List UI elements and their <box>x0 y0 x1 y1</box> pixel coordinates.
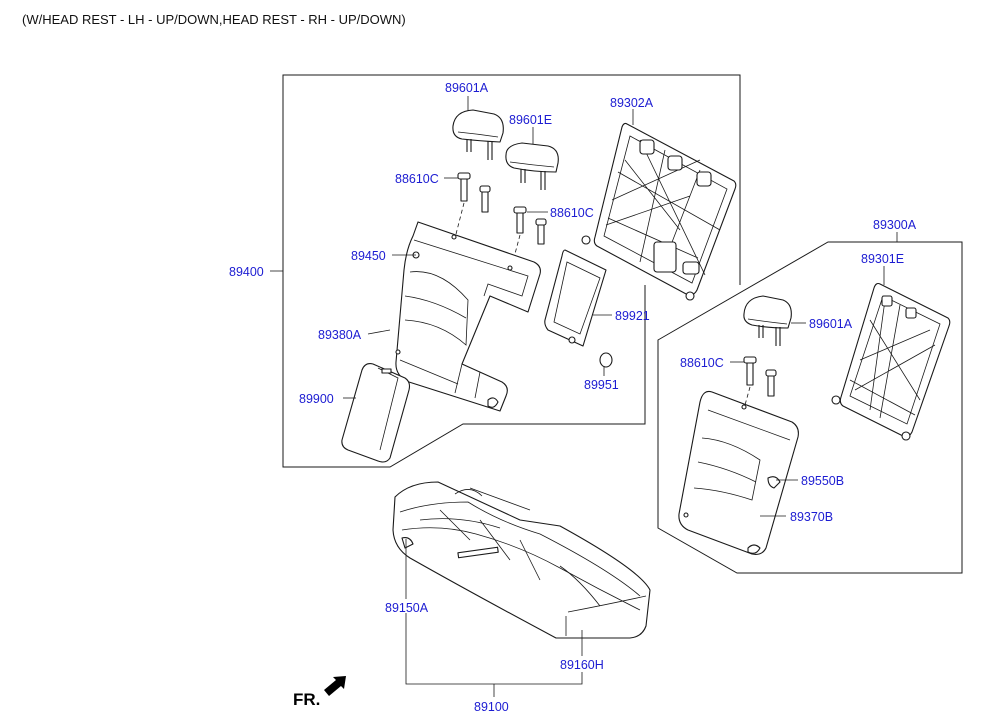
dash-88610C-mid <box>511 234 521 266</box>
label-89900[interactable]: 89900 <box>299 392 334 406</box>
label-89601E[interactable]: 89601E <box>509 113 552 127</box>
label-89400[interactable]: 89400 <box>229 265 264 279</box>
label-89951[interactable]: 89951 <box>584 378 619 392</box>
headrest-lh <box>452 109 504 160</box>
label-88610C-right[interactable]: 88610C <box>680 356 724 370</box>
guide-88610C-mid <box>513 206 547 245</box>
label-89150A[interactable]: 89150A <box>385 601 429 615</box>
label-89601A-top[interactable]: 89601A <box>445 81 489 95</box>
label-fr: FR. <box>293 690 320 709</box>
label-89302A[interactable]: 89302A <box>610 96 654 110</box>
label-89301E[interactable]: 89301E <box>861 252 904 266</box>
guide-88610C-right <box>743 356 777 397</box>
label-89550B[interactable]: 89550B <box>801 474 844 488</box>
label-89380A[interactable]: 89380A <box>318 328 362 342</box>
label-89100[interactable]: 89100 <box>474 700 509 714</box>
label-89450[interactable]: 89450 <box>351 249 386 263</box>
dash-88610C-right <box>744 386 751 406</box>
seatback-rh-89370B <box>678 390 799 555</box>
label-89370B[interactable]: 89370B <box>790 510 833 524</box>
seatback-frame-89301E <box>831 282 951 441</box>
diagram-header: (W/HEAD REST - LH - UP/DOWN,HEAD REST - … <box>22 12 406 27</box>
label-88610C-left[interactable]: 88610C <box>395 172 439 186</box>
frame-89300A <box>657 241 963 574</box>
headrest-right-group <box>743 295 792 346</box>
label-89921[interactable]: 89921 <box>615 309 650 323</box>
dash-88610C-left <box>454 202 465 239</box>
seatback-frame-89302A <box>581 122 737 301</box>
cap-89951 <box>599 352 613 368</box>
label-89300A[interactable]: 89300A <box>873 218 917 232</box>
leader-89380A <box>367 329 391 335</box>
label-88610C-mid[interactable]: 88610C <box>550 206 594 220</box>
seatback-lh-89380A <box>395 221 541 412</box>
label-89601A-right[interactable]: 89601A <box>809 317 853 331</box>
trim-89921 <box>544 249 607 347</box>
front-arrow-icon <box>324 676 346 696</box>
label-89160H[interactable]: 89160H <box>560 658 604 672</box>
frame-89400 <box>282 74 741 468</box>
headrest-rh <box>505 142 559 190</box>
armrest-89900 <box>341 363 411 463</box>
seat-cushion <box>392 481 651 639</box>
guide-88610C-left <box>457 172 491 213</box>
